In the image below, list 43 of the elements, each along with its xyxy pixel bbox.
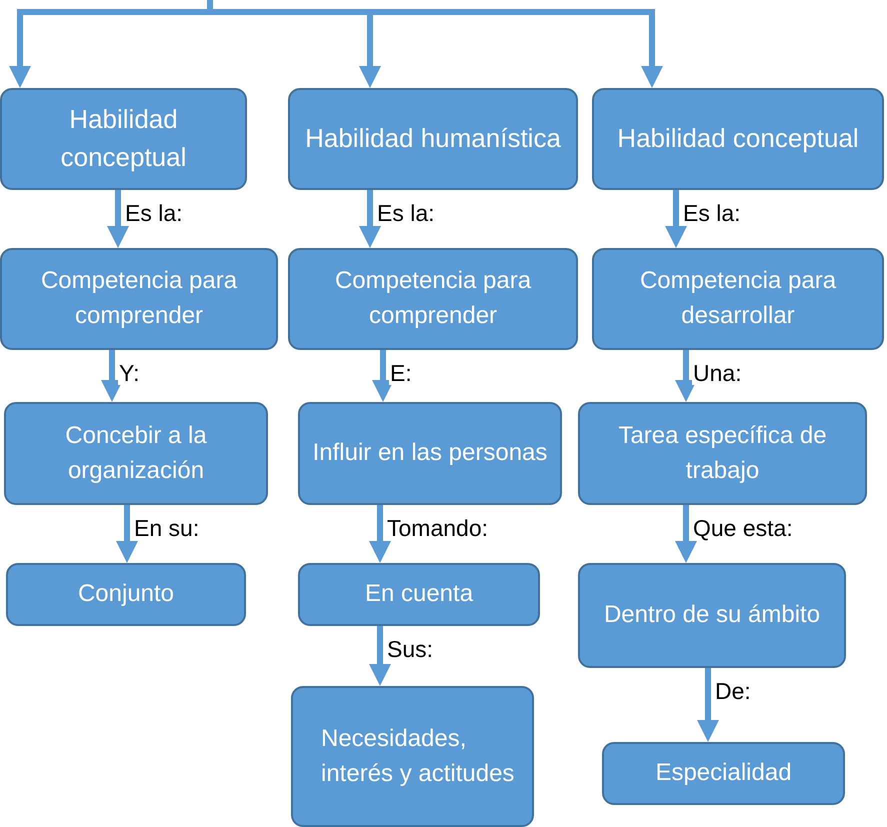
arrow bbox=[359, 190, 381, 248]
edge-label: E: bbox=[389, 362, 413, 385]
arrow bbox=[116, 505, 138, 563]
node-text: Habilidad conceptual bbox=[617, 122, 859, 156]
arrow bbox=[369, 626, 391, 686]
arrow bbox=[101, 350, 123, 402]
node-text: Dentro de su ámbito bbox=[604, 600, 820, 630]
arrow bbox=[675, 505, 697, 563]
node-text: Conjunto bbox=[78, 579, 174, 610]
process-box bbox=[4, 402, 268, 505]
node-text: Tarea específica de trabajo bbox=[617, 420, 828, 486]
process-box bbox=[592, 248, 884, 350]
process-box bbox=[298, 563, 540, 626]
arrow bbox=[675, 350, 697, 402]
node-text: Habilidad conceptual bbox=[60, 103, 188, 174]
node-text: Competencia para comprender bbox=[334, 266, 532, 331]
process-box bbox=[291, 686, 534, 827]
node-text: Competencia para desarrollar bbox=[638, 266, 838, 331]
process-box bbox=[288, 88, 578, 190]
process-box bbox=[592, 88, 884, 190]
node-text: Habilidad humanística bbox=[305, 122, 561, 156]
process-box bbox=[6, 563, 246, 626]
edge-label: Y: bbox=[118, 362, 140, 385]
arrow bbox=[372, 350, 394, 402]
process-box bbox=[578, 563, 846, 668]
arrow bbox=[665, 190, 687, 248]
edge-label: Que esta: bbox=[692, 517, 794, 540]
node-text: Especialidad bbox=[655, 758, 792, 788]
node-text: Influir en las personas bbox=[312, 438, 548, 468]
node-text: En cuenta bbox=[364, 579, 474, 610]
node-text: Competencia para comprender bbox=[40, 266, 238, 331]
arrow bbox=[107, 190, 129, 248]
process-box bbox=[0, 88, 247, 190]
arrow bbox=[697, 668, 719, 742]
node-text: Necesidades, interés y actitudes bbox=[321, 724, 516, 788]
node-text: Concebir a la organización bbox=[64, 420, 208, 486]
process-box bbox=[0, 248, 278, 350]
process-box bbox=[602, 742, 845, 805]
arrow bbox=[369, 505, 391, 563]
process-box bbox=[288, 248, 578, 350]
edge-label: Una: bbox=[692, 362, 743, 385]
process-box bbox=[578, 402, 867, 505]
process-box bbox=[298, 402, 562, 505]
